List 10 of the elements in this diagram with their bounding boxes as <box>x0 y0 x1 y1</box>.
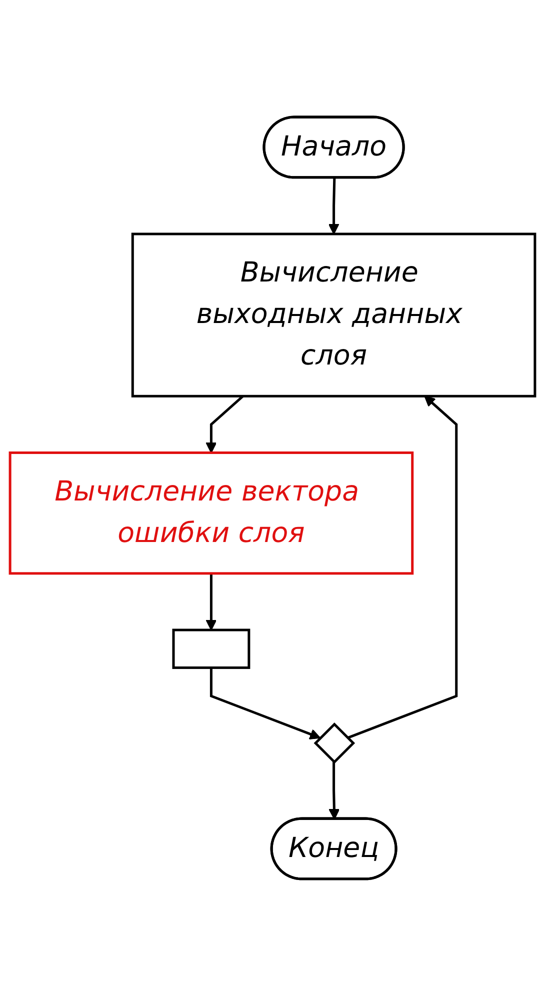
arrow <box>206 573 217 630</box>
arrow <box>346 396 458 740</box>
arrow <box>328 762 340 820</box>
node-diamond <box>314 722 356 764</box>
node-box: Вычисление выходных данных слоя <box>131 232 536 398</box>
node-box: Вычисление вектора ошибки слоя <box>8 451 414 575</box>
arrow <box>328 178 340 234</box>
arrow <box>206 395 244 454</box>
node-box <box>172 628 250 669</box>
arrow <box>210 668 321 740</box>
